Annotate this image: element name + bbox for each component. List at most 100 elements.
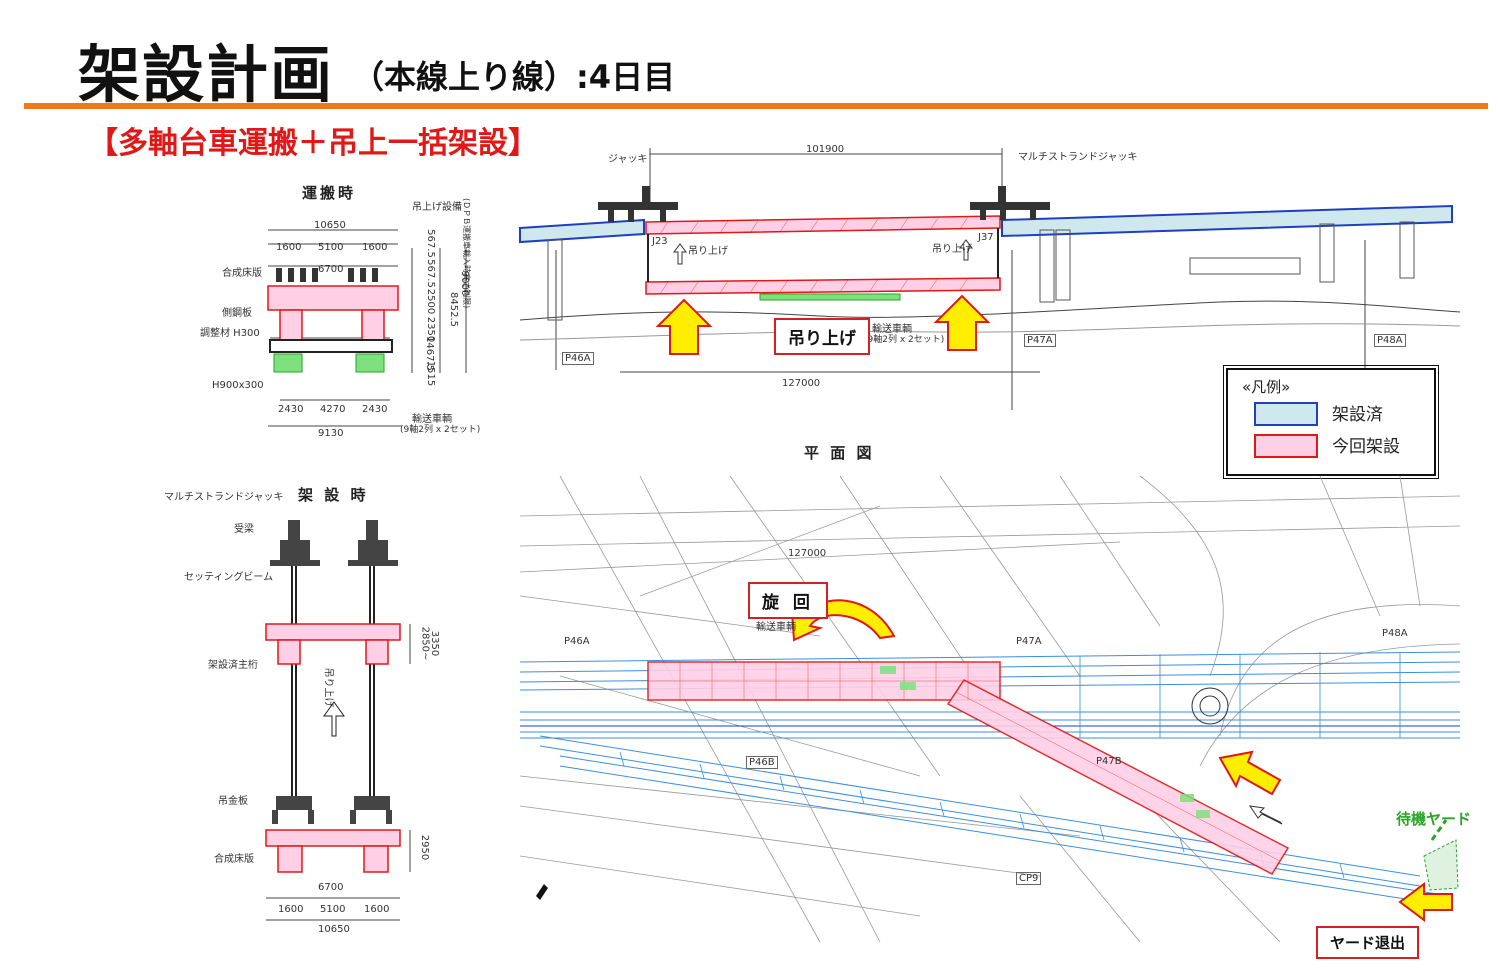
small-up-arrow-left-icon: [673, 243, 687, 265]
lbl-composite-deck-lower: 合成床版: [214, 854, 254, 865]
pier-label-j23: J23: [652, 236, 668, 247]
erection-girder-web-right: [365, 639, 389, 665]
plan-girder-rotated: [946, 679, 1290, 875]
plan-vehicle-note: 輸送車輌: [756, 622, 796, 633]
erection-lower-girder-web-left: [277, 845, 303, 873]
transport-caption: 運搬時: [302, 184, 357, 202]
title-divider: [24, 103, 1488, 109]
dim-bottom-2: 4270: [320, 404, 346, 415]
transport-girder-web-right: [361, 309, 385, 343]
plan-dim: 127000: [788, 548, 827, 559]
erection-section: 架 設 時: [160, 480, 480, 940]
lbl-composite-deck: 合成床版: [222, 268, 262, 279]
approach-arrow-icon: [1218, 750, 1282, 796]
dim-right-1: 567.5: [424, 229, 436, 258]
transport-vehicle-left: [273, 353, 303, 373]
dim-bottom-3: 2430: [362, 404, 388, 415]
plan-pier-p48a: P48A: [1382, 628, 1408, 639]
lbl-lift-equipment: 吊上げ設備: [412, 202, 462, 213]
elevation-drawing: [519, 148, 1461, 410]
transport-girder-web-left: [279, 309, 303, 343]
lbl-setting-beam: セッティングビーム: [184, 572, 274, 583]
dim-er-bottom-total: 10650: [318, 924, 350, 935]
legend-label-installed: 架設済: [1332, 405, 1383, 425]
dim-top-1: 1600: [276, 242, 302, 253]
lift-arrow-right-icon: [933, 294, 991, 351]
elevation-bottom-dim: 127000: [782, 378, 821, 389]
plan-pier-p47b: P47B: [1096, 756, 1122, 767]
lbl-hanger-plate: 吊金板: [218, 796, 248, 807]
erection-girder-web-left: [277, 639, 301, 665]
lbl-side-plate: 側鋼板: [222, 308, 252, 319]
transport-girder-top: [267, 285, 399, 311]
lift-arrow-left-icon: [655, 298, 713, 355]
erection-girder-top: [265, 623, 401, 641]
dim-right-6: 1515: [425, 360, 437, 387]
wait-yard-zone: [1423, 839, 1459, 891]
legend-swatch-installed: [1254, 402, 1318, 426]
elevation-lift-note-left: 吊り上げ: [688, 246, 728, 257]
elevation-vehicle-note: 輸送車輌: [872, 324, 912, 335]
page-subtitle: （本線上り線）:4日目: [352, 58, 676, 96]
current-girder-lower: [645, 277, 1001, 295]
plan-view: 127000 輸送車輌 P46A P47A P48A P46B P47B CP9…: [519, 475, 1461, 959]
transport-vehicle-right: [355, 353, 385, 373]
elevation-jack-label-left: ジャッキ: [608, 154, 648, 165]
erection-lower-girder-web-right: [363, 845, 389, 873]
dim-er-bottom-3: 5100: [320, 904, 346, 915]
pier-tag-p48a: P48A: [1374, 334, 1406, 347]
legend-swatch-current: [1254, 434, 1318, 458]
pier-tag-p47a: P47A: [1024, 334, 1056, 347]
dim-er-right-3: 2950: [419, 834, 431, 861]
dim-er-bottom-1: 6700: [318, 882, 344, 893]
dim-bottom-total: 9130: [318, 428, 344, 439]
transport-section: 運搬時 10650 1600 5100 16: [190, 178, 490, 448]
lbl-lift-up: 吊り上げ: [322, 667, 334, 708]
lbl-h-beam: H900x300: [212, 380, 264, 391]
small-up-arrow-right-icon: [959, 239, 973, 261]
elevation-view: 101900 127000 マルチストランドジャッキ ジャッキ J23 J37 …: [519, 140, 1461, 430]
legend-title: «凡例»: [1242, 378, 1291, 396]
pier-tag-p46a: P46A: [562, 352, 594, 365]
legend-label-current: 今回架設: [1332, 437, 1400, 457]
dim-far-right-3: (ＤＰＢ運搬車載入時高さ制限): [462, 198, 471, 309]
elevation-jack-label: マルチストランドジャッキ: [1018, 152, 1138, 163]
legend: «凡例» 架設済 今回架設: [1223, 365, 1439, 479]
elevation-vehicle-note-spec: (9軸2列 x 2セット): [864, 335, 945, 345]
lift-up-arrow-icon: [323, 701, 345, 737]
plan-pier-p46b: P46B: [746, 756, 778, 769]
transport-section-drawing: [267, 229, 467, 427]
installed-deck-right: [1001, 204, 1453, 238]
exit-arrow-icon: [1398, 882, 1453, 922]
lbl-transport-vehicle-spec: (9軸2列 x 2セット): [400, 425, 481, 435]
elevation-lift-note-right: 吊り上げ: [932, 244, 972, 255]
erection-lower-girder-top: [265, 829, 401, 847]
plan-pier-p47a: P47A: [1016, 636, 1042, 647]
lbl-erection-girder: 架設済主桁: [208, 660, 258, 671]
plan-drawing: [519, 475, 1461, 943]
lbl-adjust-member: 調整材 H300: [200, 328, 260, 339]
dim-top-total: 10650: [314, 220, 346, 231]
dim-er-bottom-2: 1600: [278, 904, 304, 915]
dim-far-right-1: 8452.5: [448, 292, 459, 327]
elevation-top-dim: 101900: [806, 144, 845, 155]
lbl-receiving-beam: 受梁: [234, 524, 254, 535]
elevation-vehicle: [759, 293, 901, 301]
dim-right-2: 567.5: [424, 259, 436, 288]
plan-pier-p46a: P46A: [564, 636, 590, 647]
dim-er-bottom-4: 1600: [364, 904, 390, 915]
current-girder-upper: [645, 215, 1001, 235]
wait-yard-label: 待機ヤード: [1396, 810, 1472, 828]
erection-section-drawing: [265, 520, 411, 921]
page-title: 架設計画: [78, 38, 335, 111]
dim-er-right-2: 3350: [429, 630, 441, 657]
lbl-jack: マルチストランドジャッキ: [164, 492, 284, 503]
north-marker-icon: [536, 884, 548, 900]
exit-callout: ヤード退出: [1316, 926, 1420, 959]
pier-label-j37: J37: [978, 232, 994, 243]
lbl-transport-vehicle: 輸送車輌: [412, 414, 452, 425]
plan-caption: 平 面 図: [804, 444, 875, 462]
method-heading: 【多軸台車運搬＋吊上一括架設】: [88, 126, 538, 161]
installed-deck-left: [519, 218, 645, 244]
lift-callout: 吊り上げ: [774, 318, 870, 355]
